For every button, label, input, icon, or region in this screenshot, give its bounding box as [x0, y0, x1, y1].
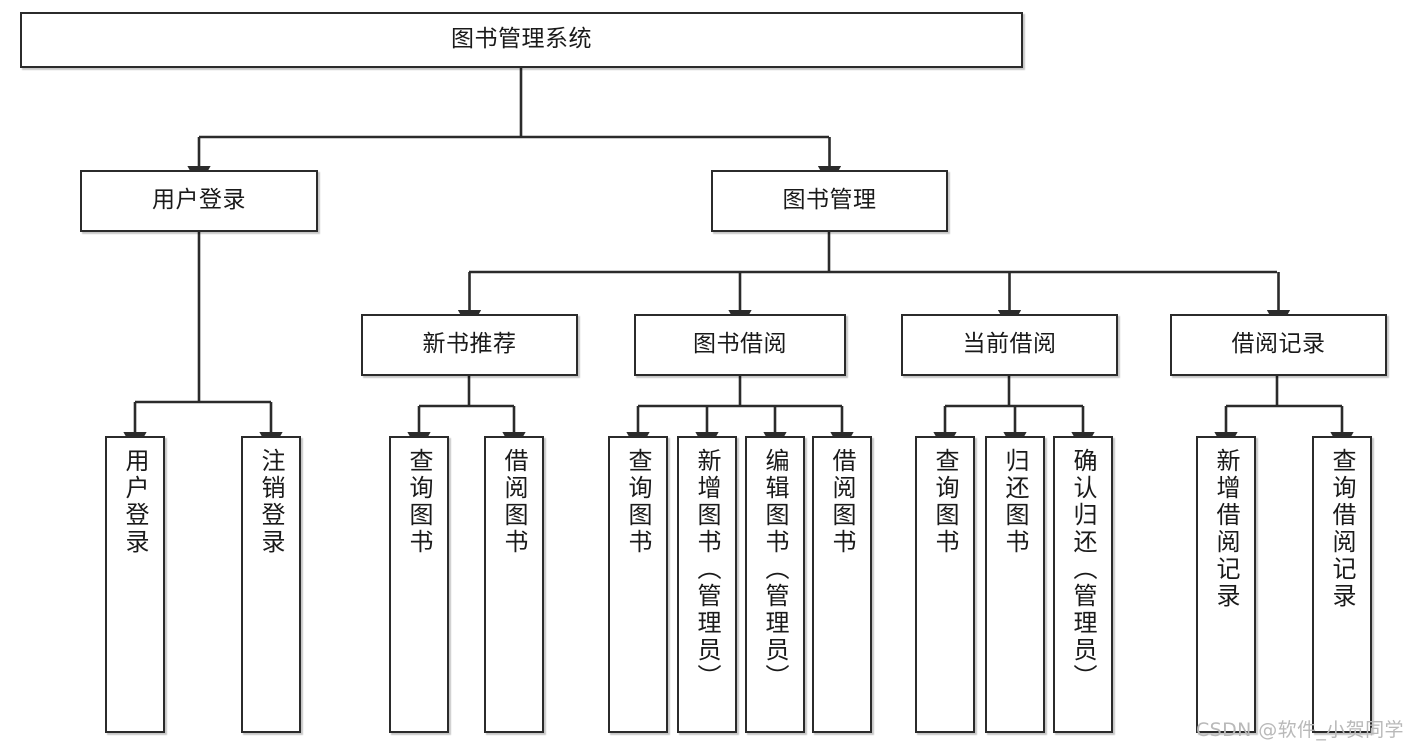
node-leaf-query-book-3[interactable]: 查询图书: [915, 436, 975, 733]
node-label: 新增图书（管理员）: [693, 448, 721, 691]
node-root[interactable]: 图书管理系统: [20, 12, 1023, 68]
node-new-book-recommend[interactable]: 新书推荐: [361, 314, 578, 376]
node-label: 图书借阅: [693, 331, 787, 358]
node-label: 借阅记录: [1231, 331, 1326, 358]
node-leaf-query-record[interactable]: 查询借阅记录: [1312, 436, 1372, 733]
node-label: 当前借阅: [962, 331, 1057, 358]
node-leaf-query-book-2[interactable]: 查询图书: [608, 436, 668, 733]
node-leaf-borrow-book-2[interactable]: 借阅图书: [812, 436, 872, 733]
node-label: 新增借阅记录: [1212, 448, 1240, 610]
node-leaf-add-record[interactable]: 新增借阅记录: [1196, 436, 1256, 733]
node-label: 注销登录: [257, 448, 285, 556]
node-leaf-edit-book[interactable]: 编辑图书（管理员）: [745, 436, 805, 733]
node-leaf-confirm-return[interactable]: 确认归还（管理员）: [1053, 436, 1113, 733]
node-label: 查询图书: [931, 448, 959, 556]
node-label: 编辑图书（管理员）: [761, 448, 789, 691]
node-label: 图书管理系统: [451, 26, 592, 53]
node-leaf-add-book[interactable]: 新增图书（管理员）: [677, 436, 737, 733]
node-borrow-record[interactable]: 借阅记录: [1170, 314, 1387, 376]
node-label: 借阅图书: [500, 448, 528, 556]
node-label: 图书管理: [782, 187, 877, 214]
node-leaf-borrow-book-1[interactable]: 借阅图书: [484, 436, 544, 733]
node-label: 用户登录: [121, 448, 149, 556]
node-book-management[interactable]: 图书管理: [711, 170, 948, 232]
node-leaf-user-login[interactable]: 用户登录: [105, 436, 165, 733]
node-label: 用户登录: [152, 187, 246, 214]
node-user-login[interactable]: 用户登录: [80, 170, 318, 232]
node-leaf-return-book[interactable]: 归还图书: [985, 436, 1045, 733]
node-label: 归还图书: [1001, 448, 1029, 556]
node-leaf-user-logout[interactable]: 注销登录: [241, 436, 301, 733]
node-label: 确认归还（管理员）: [1069, 448, 1097, 691]
node-label: 查询借阅记录: [1328, 448, 1356, 610]
node-label: 查询图书: [624, 448, 652, 556]
node-label: 查询图书: [405, 448, 433, 556]
node-leaf-query-book-1[interactable]: 查询图书: [389, 436, 449, 733]
node-current-borrow[interactable]: 当前借阅: [901, 314, 1118, 376]
node-label: 新书推荐: [422, 331, 517, 358]
node-label: 借阅图书: [828, 448, 856, 556]
node-book-borrow[interactable]: 图书借阅: [634, 314, 846, 376]
